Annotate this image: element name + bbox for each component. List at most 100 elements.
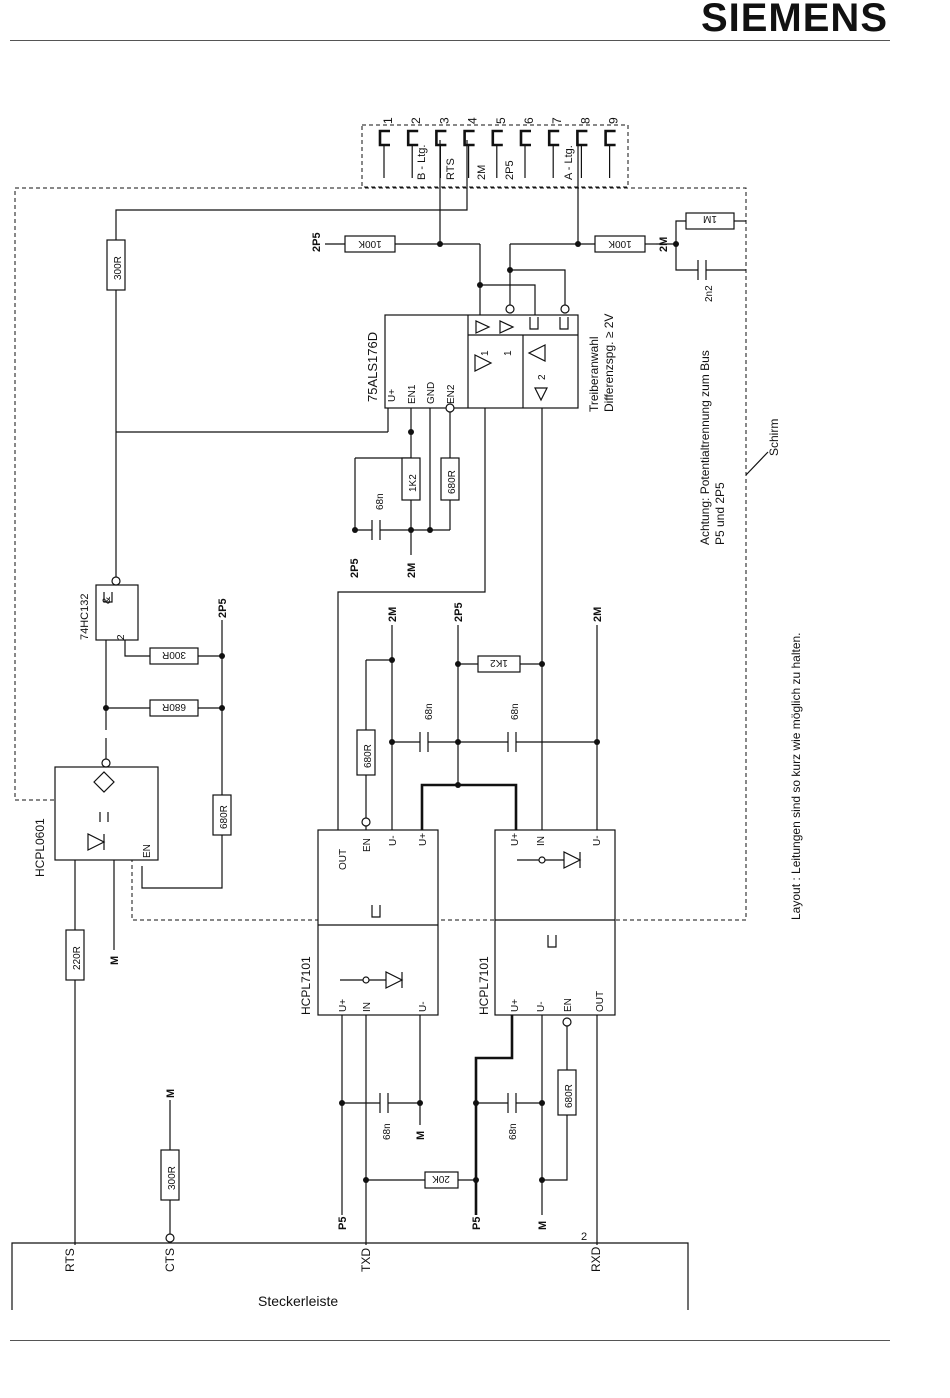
svg-text:68n: 68n [510, 703, 521, 720]
note-achtung: Achtung: Potentialtrennung zum Bus [698, 350, 712, 545]
svg-text:GND: GND [426, 382, 437, 404]
connector-pin-number-5: 5 [494, 117, 508, 124]
connector-pin-3 [435, 129, 447, 147]
svg-text:OUT: OUT [595, 991, 606, 1012]
svg-text:HCPL7101: HCPL7101 [299, 956, 313, 1015]
svg-text:2: 2 [116, 634, 127, 640]
resistor-1m [685, 212, 735, 230]
note-differenzspg: Differenzspg. ≥ 2V [602, 314, 616, 412]
svg-text:1K2: 1K2 [490, 657, 508, 668]
svg-text:EN2: EN2 [446, 384, 457, 404]
junctions [103, 241, 679, 1183]
svg-text:300R: 300R [162, 649, 186, 660]
conn-label-2p5: 2P5 [504, 160, 516, 180]
svg-text:680R: 680R [219, 805, 230, 829]
conn-label-rts: RTS [445, 158, 457, 180]
connector-pin-number-1: 1 [381, 117, 395, 124]
resistor-100k-left [344, 235, 396, 253]
connector-pin-9 [604, 129, 616, 147]
isolation-boundary [14, 187, 747, 921]
svg-text:20K: 20K [432, 1173, 450, 1184]
connector-pin-1 [378, 129, 390, 147]
resistor-100k-right [594, 235, 646, 253]
svg-text:EN1: EN1 [407, 384, 418, 404]
svg-text:2: 2 [537, 374, 548, 380]
svg-text:1: 1 [480, 350, 491, 356]
resistors: 300R 100K 100K 1M 1K2 680R 300R 680R 1K2… [65, 212, 735, 1201]
stecker-cts: CTS [163, 1248, 177, 1272]
svg-text:2M: 2M [658, 237, 670, 252]
conn-label-2m: 2M [476, 165, 488, 180]
svg-text:&: & [101, 596, 113, 604]
svg-text:2P5: 2P5 [349, 558, 361, 578]
ic-hcpl7101-b: HCPL7101 U+ IN U- U+ U- EN OUT [477, 829, 616, 1027]
svg-text:74HC132: 74HC132 [79, 594, 91, 640]
svg-text:EN: EN [362, 838, 373, 852]
resistor-300r-gate [149, 647, 199, 665]
header-rule [10, 40, 890, 41]
wires [74, 140, 746, 1245]
svg-text:68n: 68n [508, 1123, 519, 1140]
connector-pin-6 [519, 129, 531, 147]
stecker-rxd: RXD [589, 1246, 603, 1272]
resistor-680r-en [356, 729, 376, 776]
note-layout: Layout : Leitungen sind so kurz wie mögl… [789, 632, 803, 920]
svg-text:300R: 300R [113, 256, 124, 280]
svg-text:M: M [415, 1131, 427, 1140]
notes: Treiberanwahl Differenzspg. ≥ 2V Achtung… [587, 314, 803, 920]
resistor-1k2 [401, 457, 421, 501]
siemens-logo: SIEMENS [700, 0, 888, 40]
resistor-300r-top [106, 239, 126, 291]
conn-label-a-ltg: A - Ltg. [563, 145, 575, 180]
svg-text:68n: 68n [375, 493, 386, 510]
svg-text:2n2: 2n2 [704, 285, 715, 302]
connector-pin-number-6: 6 [522, 117, 536, 124]
svg-text:680R: 680R [447, 470, 458, 494]
svg-text:EN: EN [142, 844, 153, 858]
resistor-680r-gate [149, 699, 199, 717]
resistor-220r [65, 929, 85, 981]
resistor-680r-en2 [440, 457, 460, 501]
svg-text:U+: U+ [387, 389, 398, 402]
svg-text:IN: IN [536, 836, 547, 846]
connector-pin-number-3: 3 [437, 117, 451, 124]
stecker-txd: TXD [359, 1248, 373, 1272]
svg-text:U-: U- [536, 1001, 547, 1012]
svg-text:100K: 100K [608, 238, 632, 249]
ic-75als176d: 75ALS176D U+ EN1 GND EN2 1 1 2 [365, 304, 579, 413]
svg-text:2M: 2M [387, 607, 399, 622]
conn-label-b-ltg: B - Ltg. [416, 145, 428, 180]
svg-text:220R: 220R [72, 946, 83, 970]
svg-text:U-: U- [418, 1001, 429, 1012]
svg-text:U+: U+ [338, 999, 349, 1012]
svg-text:1K2: 1K2 [408, 474, 419, 492]
connector-pin-number-7: 7 [550, 117, 564, 124]
svg-text:68n: 68n [424, 703, 435, 720]
svg-text:HCPL0601: HCPL0601 [33, 818, 47, 877]
svg-text:2M: 2M [592, 607, 604, 622]
svg-text:U+: U+ [510, 833, 521, 846]
connector-pin-4 [463, 129, 475, 147]
svg-text:OUT: OUT [338, 849, 349, 870]
stecker-title: Steckerleiste [258, 1293, 338, 1309]
connector-pin-number-4: 4 [466, 117, 480, 124]
svg-text:P5: P5 [471, 1217, 483, 1230]
connector-pin-8 [576, 129, 588, 147]
svg-text:P5: P5 [337, 1217, 349, 1230]
footer-rule [10, 1340, 890, 1341]
ic-75als176d-label: 75ALS176D [365, 332, 380, 402]
connector-pin-5 [491, 129, 503, 147]
svg-text:IN: IN [362, 1002, 373, 1012]
ic-74hc132: 74HC132 & 2 [79, 576, 139, 641]
svg-text:HCPL7101: HCPL7101 [477, 956, 491, 1015]
svg-text:M: M [537, 1221, 549, 1230]
connector-pin-2 [406, 129, 419, 147]
svg-text:680R: 680R [363, 744, 374, 768]
connector-frame [361, 124, 629, 188]
svg-text:U+: U+ [510, 999, 521, 1012]
connector-pin-number-9: 9 [607, 117, 621, 124]
svg-text:M: M [109, 956, 121, 965]
svg-text:100K: 100K [358, 238, 382, 249]
